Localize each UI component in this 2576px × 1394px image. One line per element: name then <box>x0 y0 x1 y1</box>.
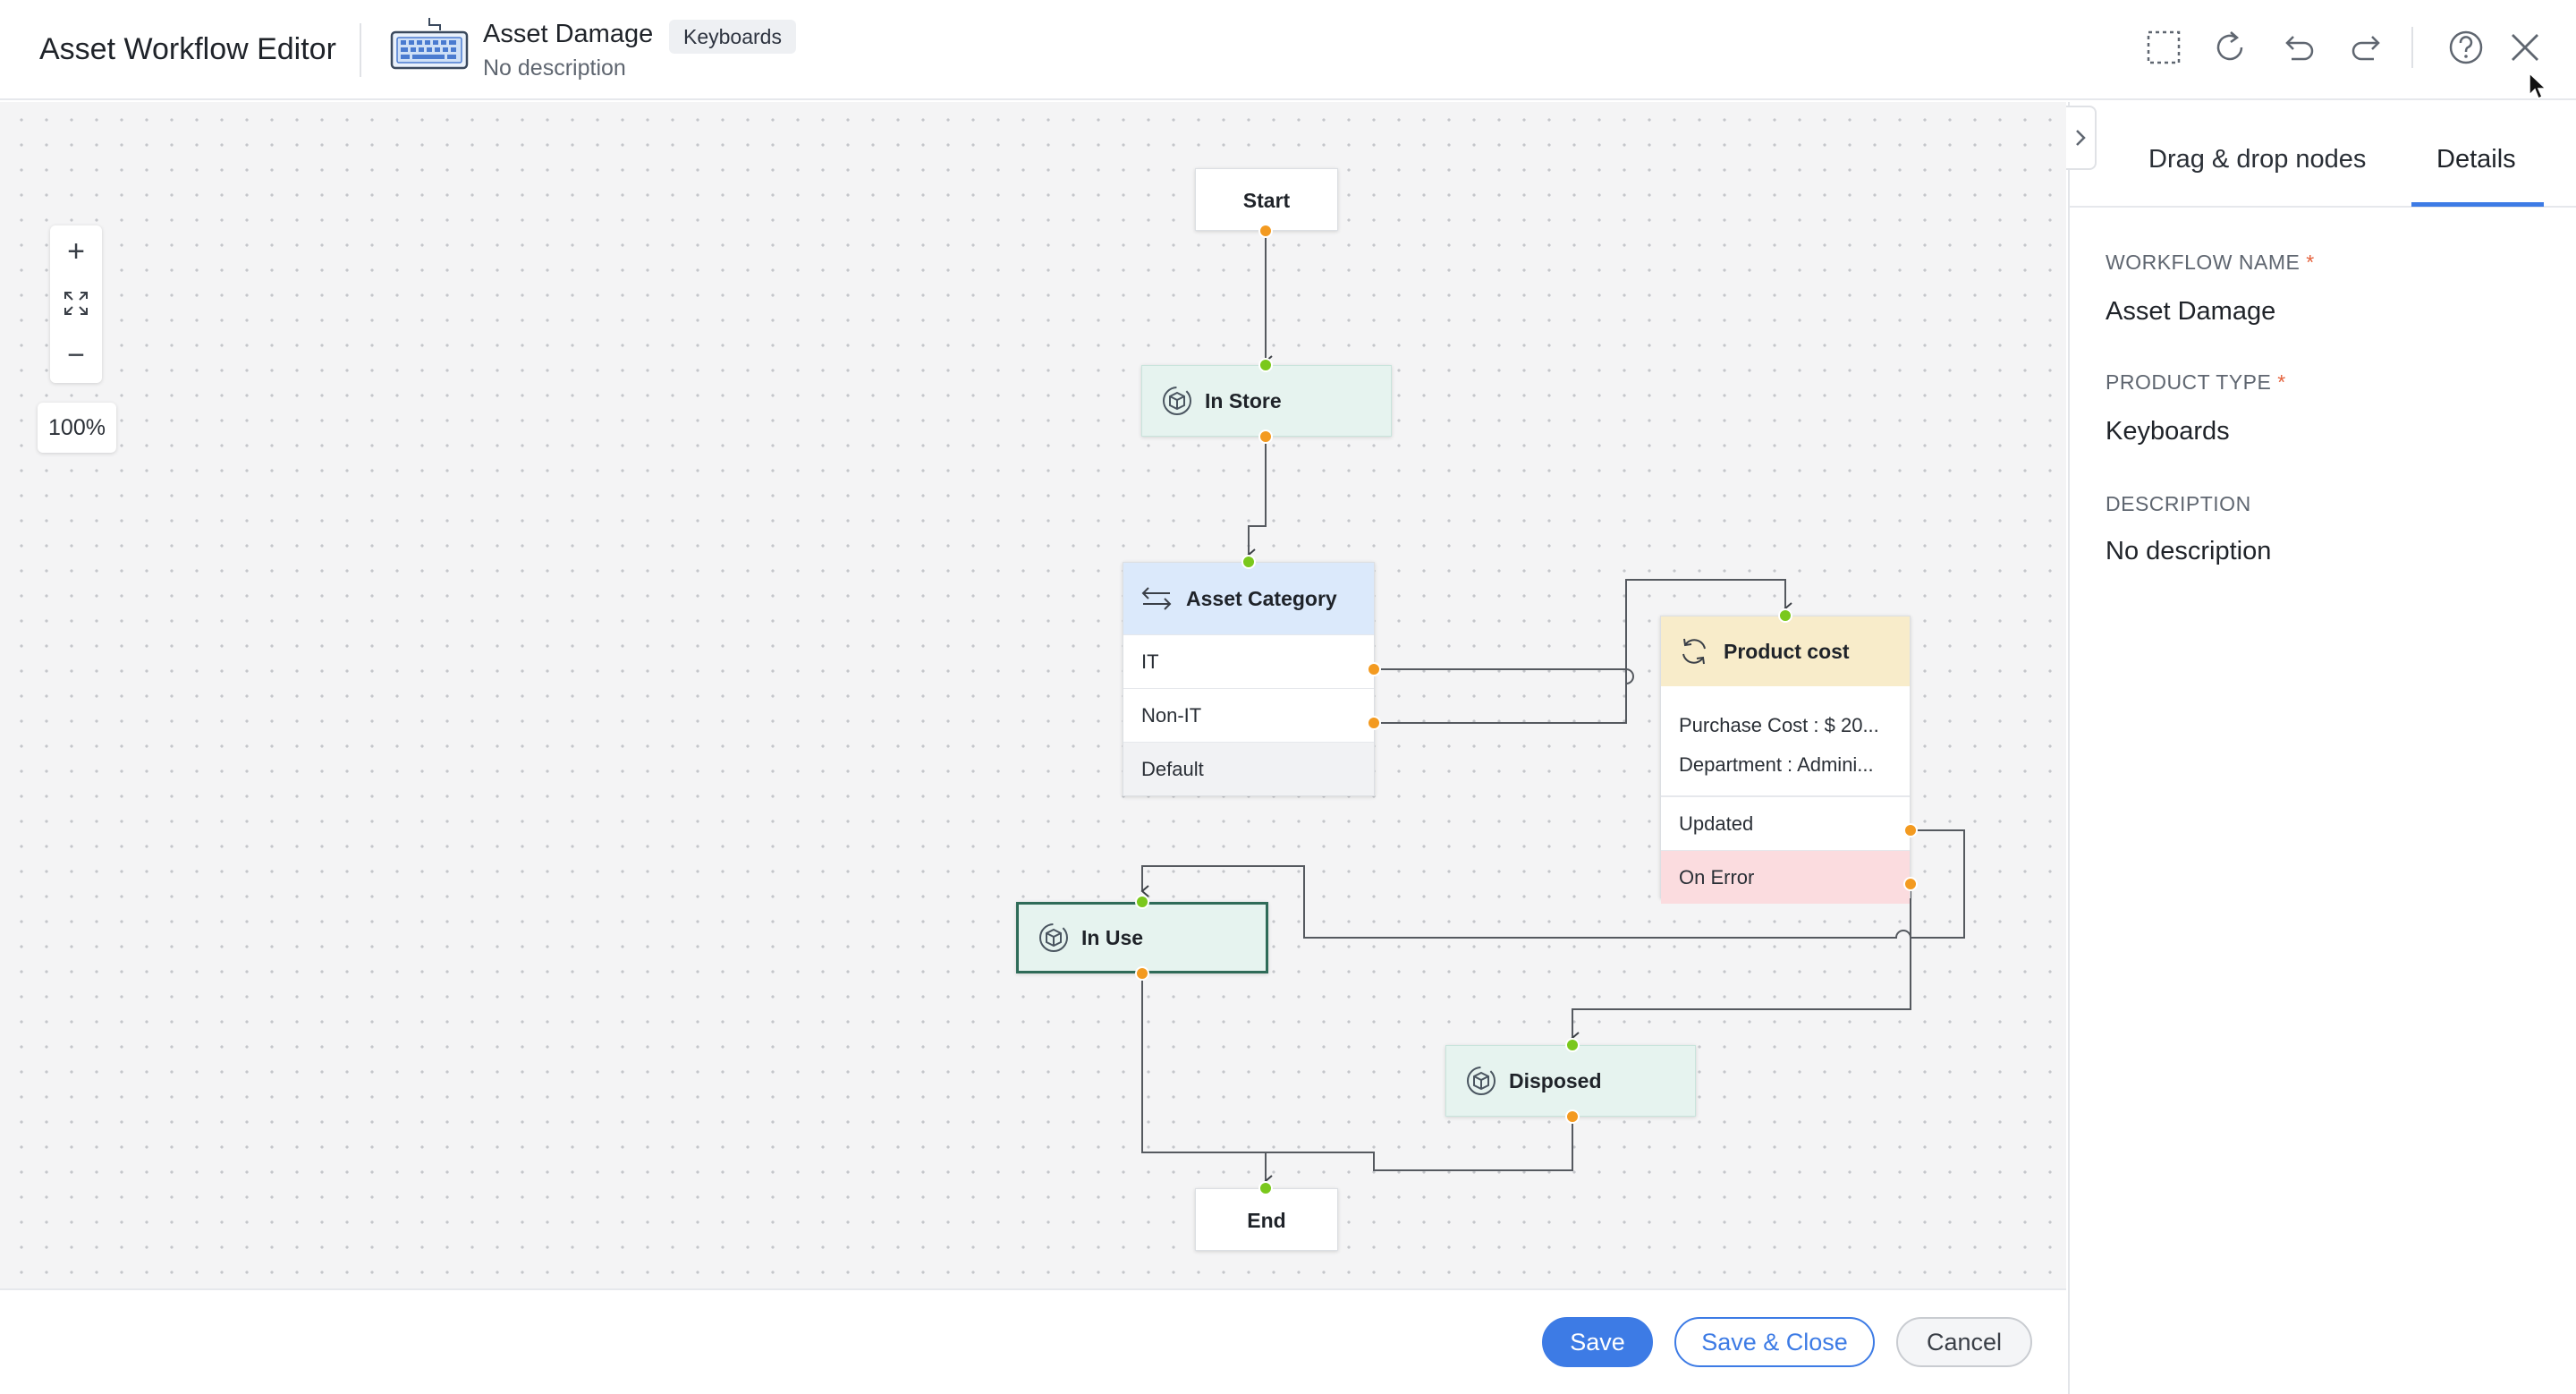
end-node[interactable]: End <box>1195 1188 1338 1251</box>
state-cube-icon <box>1467 1067 1496 1095</box>
editor-header: Asset Workflow Editor Asset Damage Keybo… <box>0 0 2576 100</box>
in-use-output-port[interactable] <box>1135 966 1149 981</box>
node-title: Asset Category <box>1186 586 1337 610</box>
zoom-in-button[interactable]: + <box>67 234 85 268</box>
app-title: Asset Workflow Editor <box>39 32 336 66</box>
in-use-input-port[interactable] <box>1135 895 1149 909</box>
mouse-pointer-icon <box>2529 72 2547 100</box>
save-and-close-button[interactable]: Save & Close <box>1674 1317 1875 1367</box>
start-output-port[interactable] <box>1258 224 1273 238</box>
cancel-button[interactable]: Cancel <box>1896 1317 2032 1367</box>
chevron-right-icon <box>2076 130 2086 146</box>
header-divider <box>360 23 361 77</box>
tab-drag-drop-nodes[interactable]: Drag & drop nodes <box>2148 145 2367 174</box>
save-button[interactable]: Save <box>1542 1317 1653 1367</box>
product-cost-input-port[interactable] <box>1778 608 1792 623</box>
keyboard-icon <box>390 18 469 70</box>
product-cost-node[interactable]: Product cost Purchase Cost : $ 20... Dep… <box>1660 616 1911 904</box>
start-node[interactable]: Start <box>1195 168 1338 231</box>
outcome-on-error: On Error <box>1661 850 1910 904</box>
product-type-value[interactable]: Keyboards <box>2106 417 2230 446</box>
update-cycle-icon <box>1682 638 1706 665</box>
disposed-input-port[interactable] <box>1565 1038 1580 1052</box>
action-header: Product cost <box>1661 616 1910 686</box>
close-icon[interactable] <box>2504 27 2546 68</box>
details-panel: Drag & drop nodes Details WORKFLOW NAME … <box>2068 102 2576 1394</box>
disposed-node[interactable]: Disposed <box>1445 1045 1696 1117</box>
outcome-updated: Updated <box>1661 796 1910 850</box>
editor-footer: Save Save & Close Cancel <box>0 1288 2066 1394</box>
active-tab-indicator <box>2411 202 2544 207</box>
condition-row-non-it: Non-IT <box>1123 688 1374 742</box>
redo-icon[interactable] <box>2347 27 2388 68</box>
zoom-controls: + − <box>50 225 102 383</box>
state-cube-icon <box>1163 387 1191 415</box>
purchase-cost-line: Purchase Cost : $ 20... <box>1679 714 1879 736</box>
condition-header: Asset Category <box>1123 563 1374 634</box>
description-label: DESCRIPTION <box>2106 492 2251 515</box>
refresh-icon[interactable] <box>2209 27 2250 68</box>
workflow-canvas[interactable]: + − 100% Start In Store Asset Category I… <box>0 102 2066 1288</box>
description-value[interactable]: No description <box>2106 537 2272 565</box>
product-badge: Keyboards <box>669 20 796 54</box>
asset-category-input-port[interactable] <box>1241 555 1256 569</box>
it-output-port[interactable] <box>1367 662 1381 676</box>
expand-icon <box>64 292 88 315</box>
selection-icon[interactable] <box>2143 27 2184 68</box>
state-cube-icon <box>1039 923 1068 952</box>
node-label: In Store <box>1205 388 1282 412</box>
zoom-out-button[interactable]: − <box>67 337 85 372</box>
workflow-name: Asset Damage <box>483 20 654 48</box>
updated-output-port[interactable] <box>1903 823 1918 837</box>
in-store-output-port[interactable] <box>1258 429 1273 444</box>
node-label: Disposed <box>1509 1068 1602 1092</box>
in-use-node[interactable]: In Use <box>1016 902 1268 973</box>
tab-details[interactable]: Details <box>2436 145 2516 174</box>
product-type-label: PRODUCT TYPE * <box>2106 370 2286 394</box>
panel-tabs: Drag & drop nodes Details <box>2070 102 2576 208</box>
in-store-node[interactable]: In Store <box>1141 365 1392 437</box>
in-store-input-port[interactable] <box>1258 358 1273 372</box>
end-input-port[interactable] <box>1258 1181 1273 1195</box>
node-title: Product cost <box>1724 639 1850 663</box>
switch-arrows-icon <box>1141 587 1172 610</box>
header-icon-divider <box>2411 27 2413 68</box>
fit-to-screen-button[interactable] <box>50 277 102 329</box>
non-it-output-port[interactable] <box>1367 716 1381 730</box>
workflow-name-label: WORKFLOW NAME * <box>2106 251 2315 274</box>
connector-lines <box>1140 231 1965 1187</box>
department-line: Department : Admini... <box>1679 753 1874 776</box>
node-label: In Use <box>1081 925 1144 949</box>
action-details: Purchase Cost : $ 20... Department : Adm… <box>1661 686 1910 796</box>
undo-icon[interactable] <box>2277 27 2318 68</box>
workflow-description: No description <box>483 55 626 81</box>
collapse-panel-button[interactable] <box>2066 106 2097 170</box>
zoom-level: 100% <box>38 403 116 453</box>
condition-row-default: Default <box>1123 742 1374 795</box>
on-error-output-port[interactable] <box>1903 877 1918 891</box>
help-icon[interactable] <box>2445 27 2487 68</box>
condition-row-it: IT <box>1123 634 1374 688</box>
asset-category-node[interactable]: Asset Category IT Non-IT Default <box>1123 562 1375 796</box>
disposed-output-port[interactable] <box>1565 1109 1580 1124</box>
workflow-name-value[interactable]: Asset Damage <box>2106 297 2276 326</box>
